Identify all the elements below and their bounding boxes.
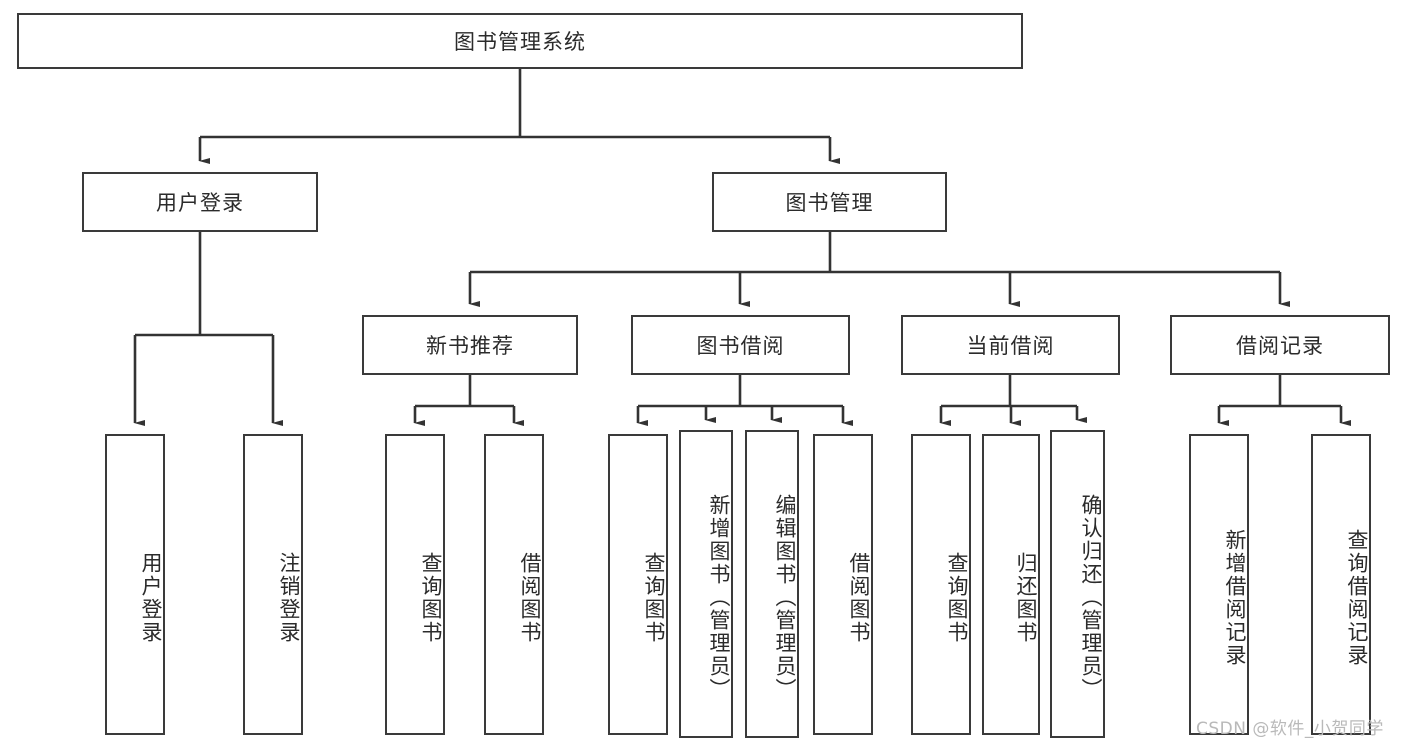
node-leaf-7[interactable]: 借阅图书 bbox=[813, 434, 873, 735]
node-label: 新书推荐 bbox=[426, 334, 514, 358]
node-leaf-5[interactable]: 新增图书（管理员） bbox=[679, 430, 733, 738]
watermark: CSDN @软件_小贺同学 bbox=[1196, 719, 1384, 739]
node-leaf-2[interactable]: 查询图书 bbox=[385, 434, 445, 735]
node-label: 用户登录 bbox=[139, 551, 163, 644]
node-label: 新增图书（管理员） bbox=[707, 493, 731, 701]
node-leaf-10[interactable]: 确认归还（管理员） bbox=[1050, 430, 1105, 738]
node-level3-2[interactable]: 当前借阅 bbox=[901, 315, 1120, 375]
node-label: 确认归还（管理员） bbox=[1079, 493, 1103, 701]
node-label: 借阅图书 bbox=[518, 551, 542, 644]
node-label: 查询图书 bbox=[642, 551, 666, 644]
node-leaf-3[interactable]: 借阅图书 bbox=[484, 434, 544, 735]
node-leaf-11[interactable]: 新增借阅记录 bbox=[1189, 434, 1249, 735]
node-level2-0[interactable]: 用户登录 bbox=[82, 172, 318, 232]
node-label: 借阅图书 bbox=[847, 551, 871, 644]
node-label: 图书管理 bbox=[785, 191, 874, 215]
node-leaf-0[interactable]: 用户登录 bbox=[105, 434, 165, 735]
node-level3-1[interactable]: 图书借阅 bbox=[631, 315, 850, 375]
node-root-图书管理系统[interactable]: 图书管理系统 bbox=[17, 13, 1023, 69]
node-label: 查询图书 bbox=[945, 551, 969, 644]
node-label: 图书借阅 bbox=[696, 334, 785, 358]
node-label: 用户登录 bbox=[156, 191, 244, 215]
node-label: 借阅记录 bbox=[1236, 334, 1324, 358]
node-level3-3[interactable]: 借阅记录 bbox=[1170, 315, 1390, 375]
node-label: 查询借阅记录 bbox=[1345, 528, 1369, 667]
node-leaf-6[interactable]: 编辑图书（管理员） bbox=[745, 430, 799, 738]
node-leaf-9[interactable]: 归还图书 bbox=[982, 434, 1040, 735]
node-label: 归还图书 bbox=[1014, 551, 1038, 644]
node-level3-0[interactable]: 新书推荐 bbox=[362, 315, 578, 375]
node-leaf-1[interactable]: 注销登录 bbox=[243, 434, 303, 735]
node-label: 图书管理系统 bbox=[454, 30, 586, 54]
node-leaf-8[interactable]: 查询图书 bbox=[911, 434, 971, 735]
node-label: 新增借阅记录 bbox=[1223, 528, 1247, 667]
node-label: 查询图书 bbox=[419, 551, 443, 644]
node-leaf-4[interactable]: 查询图书 bbox=[608, 434, 668, 735]
node-label: 当前借阅 bbox=[966, 334, 1055, 358]
node-level2-1[interactable]: 图书管理 bbox=[712, 172, 947, 232]
node-leaf-12[interactable]: 查询借阅记录 bbox=[1311, 434, 1371, 735]
node-label: 注销登录 bbox=[277, 551, 301, 644]
node-label: 编辑图书（管理员） bbox=[773, 493, 797, 701]
